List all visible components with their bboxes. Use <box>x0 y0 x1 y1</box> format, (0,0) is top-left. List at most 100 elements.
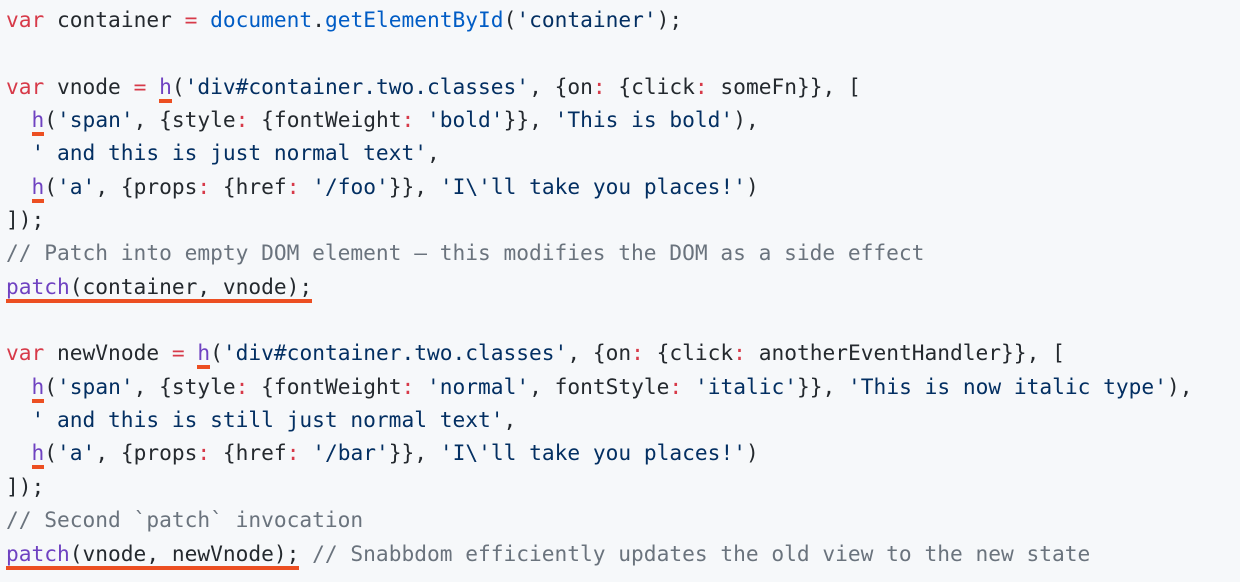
plain-token <box>414 374 427 399</box>
keyword-token: : <box>669 373 683 399</box>
code-line: patch(container, vnode); <box>6 270 1192 303</box>
string-token: '/bar' <box>312 440 389 466</box>
keyword-token: var <box>6 73 45 99</box>
builtin-token: getElementById <box>324 7 504 32</box>
code-block: var container = document.getElementById(… <box>6 3 1192 570</box>
plain-token: }}, <box>797 373 849 399</box>
plain-token: ( <box>210 340 223 366</box>
plain-token <box>6 174 32 199</box>
plain-token: ) <box>745 440 759 466</box>
keyword-token: : <box>631 340 644 366</box>
comment-token: // Patch into empty DOM element – this m… <box>6 240 925 266</box>
plain-token: ( <box>44 173 58 199</box>
plain-token: }}, <box>503 107 555 133</box>
plain-token <box>146 74 159 99</box>
code-line: ]); <box>6 203 1192 236</box>
plain-token <box>299 174 312 199</box>
plain-token: someFn}}, [ <box>707 73 861 99</box>
code-line: var container = document.getElementById(… <box>6 3 1192 36</box>
code-line <box>6 303 1192 336</box>
plain-token <box>6 107 32 132</box>
underlined-function-token: h <box>31 373 45 403</box>
string-token: ' and this is just normal text' <box>31 140 427 166</box>
underlined-function-token: h <box>31 440 45 470</box>
plain-token <box>299 440 312 465</box>
string-token: 'div#container.two.classes' <box>184 73 530 99</box>
underlined-plain-token: (vnode, newVnode); <box>69 540 300 570</box>
keyword-token: : <box>401 107 415 133</box>
builtin-token: document <box>210 7 313 32</box>
plain-token: }}, <box>388 440 440 466</box>
plain-token: ( <box>44 440 58 466</box>
plain-token: ]); <box>6 207 45 233</box>
plain-token: {click <box>643 340 734 366</box>
comment-token: // Snabbdom efficiently updates the old … <box>312 540 1091 566</box>
keyword-token: = <box>184 7 198 32</box>
string-token: 'bold' <box>427 107 504 133</box>
code-line: // Second `patch` invocation <box>6 503 1192 536</box>
keyword-token: : <box>286 440 300 466</box>
string-token: 'I\'ll take you places!' <box>439 173 746 199</box>
plain-token <box>6 440 32 465</box>
code-line: ' and this is still just normal text', <box>6 403 1192 436</box>
keyword-token: : <box>235 107 249 133</box>
plain-token: anotherEventHandler}}, [ <box>745 340 1065 366</box>
string-token: 'I\'ll take you places!' <box>439 440 746 466</box>
code-line: var vnode = h('div#container.two.classes… <box>6 70 1192 103</box>
keyword-token: : <box>401 373 415 399</box>
plain-token: {fontWeight <box>248 107 402 133</box>
code-line: // Patch into empty DOM element – this m… <box>6 236 1192 269</box>
plain-token: {fontWeight <box>248 373 402 399</box>
plain-token: ( <box>44 373 58 399</box>
keyword-token: = <box>171 340 185 366</box>
plain-token: , {on <box>567 340 632 366</box>
string-token: 'div#container.two.classes' <box>222 340 568 366</box>
plain-token <box>197 7 210 32</box>
plain-token: , {style <box>133 373 236 399</box>
plain-token <box>6 374 32 399</box>
underlined-function-token: h <box>31 173 45 203</box>
plain-token: vnode <box>44 73 134 99</box>
underlined-function-token: h <box>197 340 211 370</box>
code-line: ]); <box>6 470 1192 503</box>
plain-token: {href <box>210 440 287 466</box>
string-token: 'This is bold' <box>554 107 734 133</box>
plain-token: ( <box>44 107 58 133</box>
plain-token: , {props <box>95 173 198 199</box>
plain-token: . <box>312 7 325 32</box>
plain-token <box>6 140 32 165</box>
plain-token <box>682 374 695 399</box>
string-token: ' and this is still just normal text' <box>31 407 504 433</box>
plain-token: {click <box>605 73 695 99</box>
keyword-token: : <box>592 73 606 99</box>
string-token: 'italic' <box>694 373 798 399</box>
string-token: 'span' <box>57 107 134 133</box>
plain-token: }}, <box>388 173 440 199</box>
keyword-token: = <box>133 73 147 99</box>
keyword-token: : <box>694 73 708 99</box>
code-line: h('a', {props: {href: '/bar'}}, 'I\'ll t… <box>6 436 1192 470</box>
underlined-function-token: patch <box>6 540 70 570</box>
underlined-function-token: h <box>31 107 45 137</box>
underlined-plain-token: (container, vnode); <box>69 273 313 303</box>
keyword-token: : <box>286 173 300 199</box>
keyword-token: : <box>197 173 211 199</box>
string-token: 'span' <box>57 373 134 399</box>
string-token: 'a' <box>57 173 96 199</box>
code-line: ' and this is just normal text', <box>6 136 1192 169</box>
keyword-token: : <box>197 440 211 466</box>
plain-token <box>185 340 198 365</box>
string-token: 'This is now italic type' <box>848 373 1167 399</box>
plain-token: ( <box>171 73 185 99</box>
string-token: 'a' <box>57 440 96 466</box>
plain-token <box>299 541 312 566</box>
plain-token: container <box>44 7 185 32</box>
plain-token: , fontStyle <box>529 373 670 399</box>
plain-token: ( <box>503 7 517 32</box>
plain-token: {href <box>210 173 287 199</box>
string-token: 'container' <box>516 7 657 32</box>
string-token: '/foo' <box>312 173 389 199</box>
code-line: h('span', {style: {fontWeight: 'normal',… <box>6 370 1192 403</box>
plain-token: ), <box>733 107 759 133</box>
plain-token: ), <box>1166 373 1193 399</box>
